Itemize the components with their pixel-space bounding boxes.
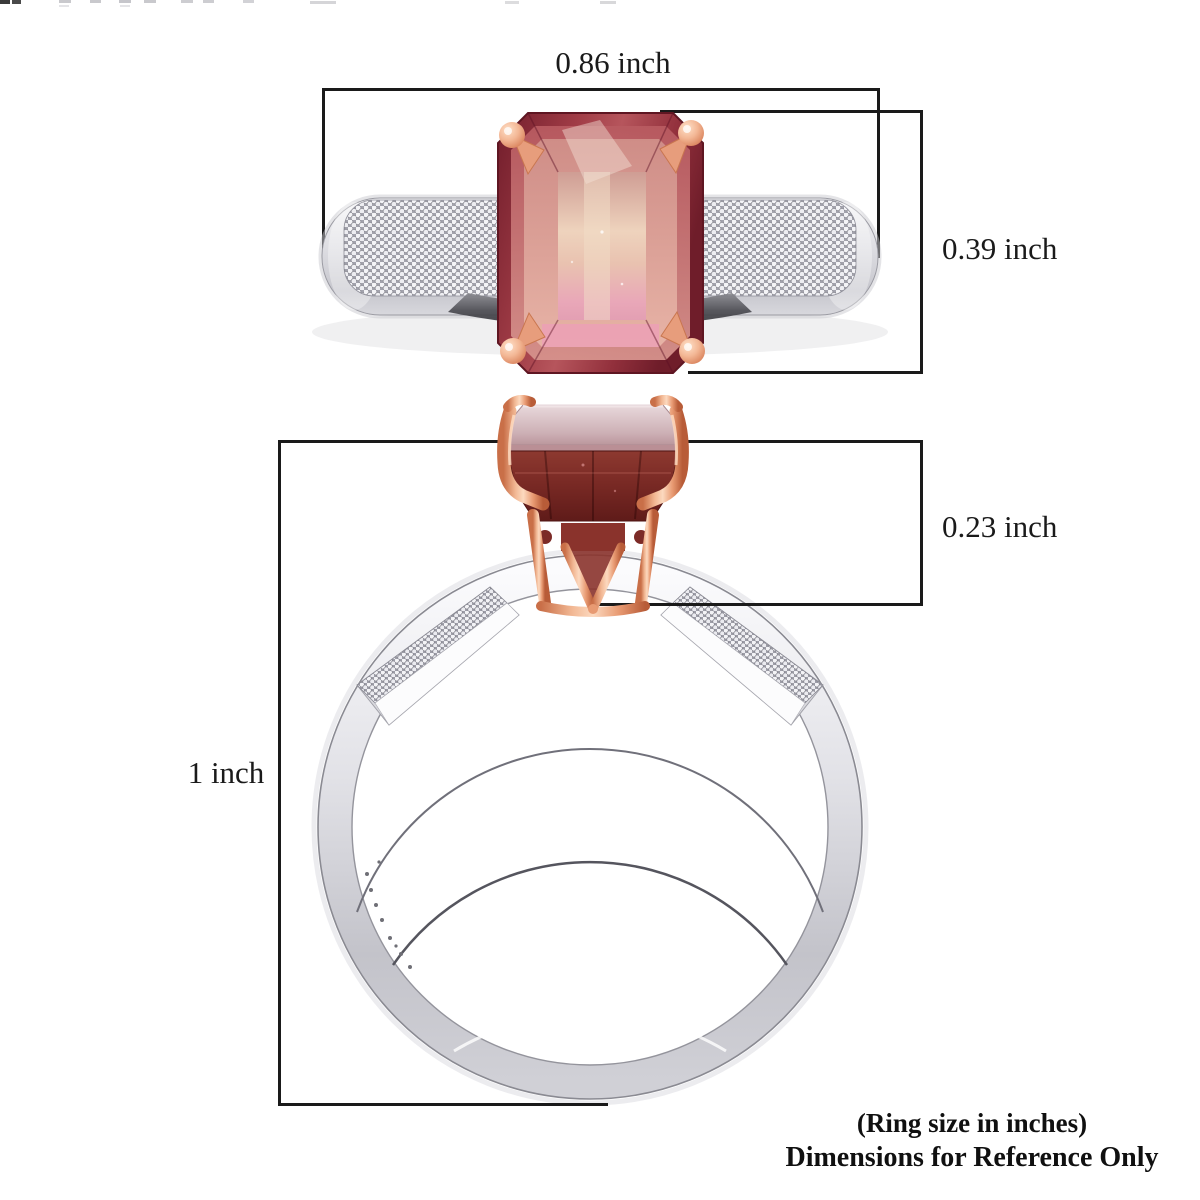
side-depth-label: 0.23 inch: [942, 509, 1058, 544]
top-view-ring-image: [312, 112, 888, 374]
top-width-label: 0.86 inch: [555, 45, 671, 80]
side-height-label: 1 inch: [187, 755, 265, 790]
top-height-bracket-right-edge: [920, 110, 923, 374]
side-view-stone: [502, 404, 684, 522]
side-view-ring-setting-image: [497, 395, 689, 617]
top-view-center-stone: [497, 112, 704, 374]
top-width-bracket-left-edge: [322, 88, 325, 258]
top-height-label: 0.39 inch: [942, 231, 1058, 266]
top-width-bracket-top-edge: [322, 88, 880, 91]
top-height-bracket-top-edge: [660, 110, 923, 113]
side-view-ring-band-image: [311, 548, 869, 1106]
top-width-bracket-right-edge: [877, 88, 880, 258]
footer-note-line1: (Ring size in inches): [856, 1108, 1088, 1138]
footer-note: (Ring size in inches) Dimensions for Ref…: [722, 1106, 1200, 1176]
side-depth-bracket-right-edge: [920, 440, 923, 606]
top-height-bracket-bottom-edge: [688, 371, 923, 374]
side-height-bracket-left-edge: [278, 440, 281, 1106]
side-height-bracket-bottom-edge: [278, 1103, 608, 1106]
cropped-text-artifact: [0, 0, 650, 9]
footer-note-line2: Dimensions for Reference Only: [785, 1142, 1159, 1173]
side-depth-bracket-bottom-edge: [590, 603, 923, 606]
side-ring-hallmark-dots: [365, 860, 412, 969]
side-view-basket: [497, 395, 689, 617]
side-ring-shoulders: [356, 586, 824, 726]
top-view-prongs: [499, 120, 705, 364]
